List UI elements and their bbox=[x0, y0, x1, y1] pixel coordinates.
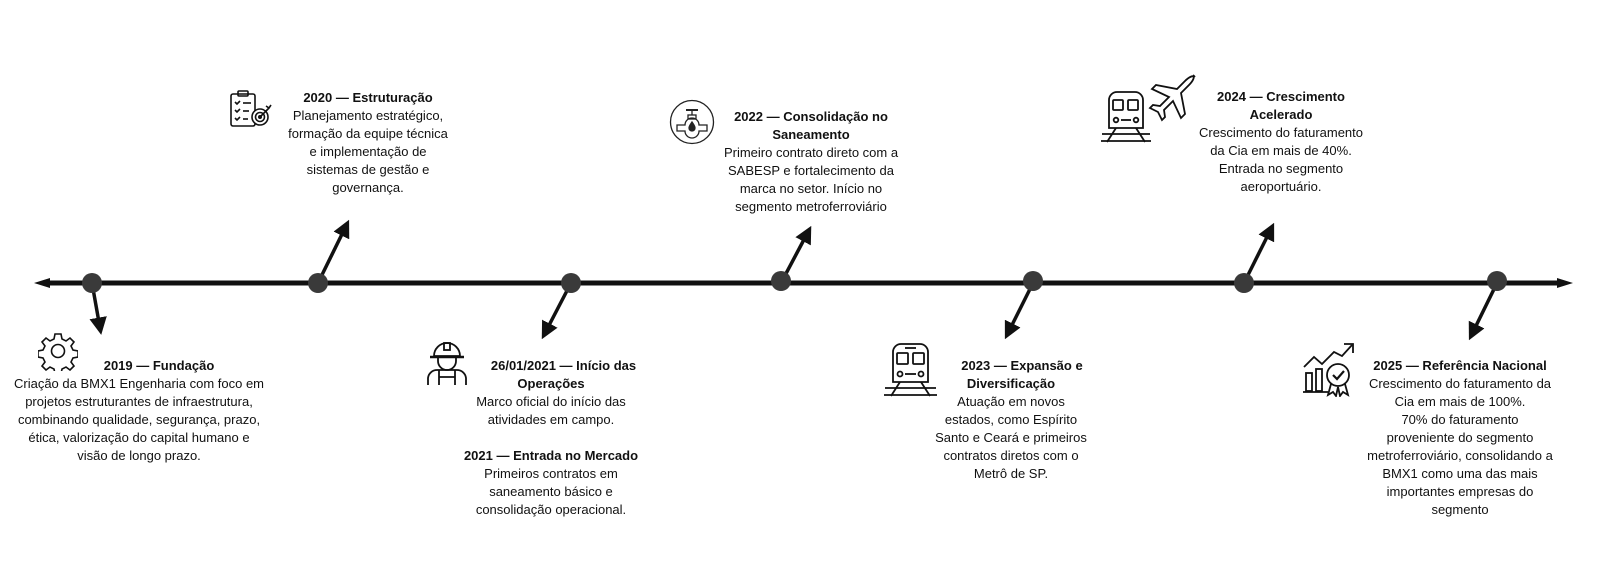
event-2024: 2024 — Crescimento Acelerado Crescimento… bbox=[1192, 88, 1370, 196]
train-and-airplane-icon bbox=[1101, 74, 1196, 143]
event-2020-line: governança. bbox=[332, 180, 404, 195]
construction-worker-icon bbox=[427, 342, 467, 385]
event-2019-line: visão de longo prazo. bbox=[77, 448, 201, 463]
event-2021-subtitle: 2021 — Entrada no Mercado bbox=[463, 448, 639, 463]
event-2021-title: 26/01/2021 — Início das bbox=[490, 358, 637, 373]
event-2021-subline: saneamento básico e bbox=[489, 484, 613, 499]
event-2019-line: ética, valorização do capital humano e bbox=[28, 430, 250, 445]
event-2025-line: 70% do faturamento bbox=[1401, 412, 1519, 427]
event-2020-line: e implementação de bbox=[309, 144, 427, 159]
event-2025-line: proveniente do segmento bbox=[1386, 430, 1534, 445]
connector-2025 bbox=[1468, 282, 1499, 341]
event-2025-line: importantes empresas do bbox=[1386, 484, 1534, 499]
event-2025-line: Crescimento do faturamento da bbox=[1368, 376, 1552, 391]
event-2019-line: combinando qualidade, segurança, prazo, bbox=[17, 412, 261, 427]
event-2020-line: formação da equipe técnica bbox=[288, 126, 448, 141]
event-2022-line: Primeiro contrato direto com a bbox=[723, 145, 899, 160]
train-icon bbox=[884, 343, 937, 397]
water-valve-icon bbox=[669, 99, 715, 145]
event-2021-title: Operações bbox=[517, 376, 585, 391]
planning-checklist-target-icon bbox=[230, 90, 272, 127]
axis-left-tip bbox=[34, 278, 50, 288]
node-2024 bbox=[1234, 273, 1254, 293]
node-2022 bbox=[771, 271, 791, 291]
event-2022-line: marca no setor. Início no bbox=[739, 181, 883, 196]
event-2020: 2020 — Estruturação Planejamento estraté… bbox=[268, 89, 468, 197]
event-2024-line: Crescimento do faturamento bbox=[1198, 125, 1364, 140]
event-2022-title: 2022 — Consolidação no bbox=[734, 109, 888, 124]
event-2019-line: projetos estruturantes de infraestrutura… bbox=[25, 394, 253, 409]
event-2024-line: Entrada no segmento bbox=[1218, 161, 1344, 176]
event-2023-line: Santo e Ceará e primeiros bbox=[935, 430, 1087, 445]
event-2023: 2023 — Expansão e Diversificação Atuação… bbox=[922, 357, 1100, 483]
connector-2020 bbox=[316, 219, 350, 284]
event-2023-title: Diversificação bbox=[966, 376, 1056, 391]
event-2021-line: Marco oficial do início das bbox=[476, 394, 626, 409]
event-2024-title: 2024 — Crescimento bbox=[1217, 89, 1345, 104]
event-2022-line: SABESP e fortalecimento da bbox=[728, 163, 894, 178]
event-2024-title: Acelerado bbox=[1249, 107, 1313, 122]
event-2023-line: contratos diretos com o bbox=[943, 448, 1079, 463]
node-2021 bbox=[561, 273, 581, 293]
event-2024-line: aeroportuário. bbox=[1240, 179, 1322, 194]
event-2025: 2025 — Referência Nacional Crescimento d… bbox=[1352, 357, 1568, 519]
event-2021: 26/01/2021 — Início das Operações Marco … bbox=[450, 357, 652, 519]
connector-2024 bbox=[1242, 222, 1275, 284]
growth-chart-award-icon bbox=[1303, 343, 1354, 397]
event-2025-line: metroferroviário, consolidando a bbox=[1367, 448, 1553, 463]
event-2025-line: Cia em mais de 100%. bbox=[1394, 394, 1526, 409]
event-2020-line: Planejamento estratégico, bbox=[292, 108, 444, 123]
event-2019-title: 2019 — Fundação bbox=[103, 358, 215, 373]
event-2019: 2019 — Fundação Criação da BMX1 Engenhar… bbox=[2, 357, 276, 465]
event-2021-subline: consolidação operacional. bbox=[475, 502, 627, 517]
event-2025-line: BMX1 como uma das mais bbox=[1382, 466, 1538, 481]
event-2022-line: segmento metroferroviário bbox=[735, 199, 887, 214]
event-2023-title: 2023 — Expansão e bbox=[961, 358, 1083, 373]
gear-icon bbox=[38, 333, 78, 371]
event-2025-title: 2025 — Referência Nacional bbox=[1373, 358, 1547, 373]
event-2020-line: sistemas de gestão e bbox=[306, 162, 430, 177]
node-2023 bbox=[1023, 271, 1043, 291]
event-2020-title: 2020 — Estruturação bbox=[303, 90, 433, 105]
event-2021-line: atividades em campo. bbox=[487, 412, 615, 427]
node-2020 bbox=[308, 273, 328, 293]
event-2022: 2022 — Consolidação no Saneamento Primei… bbox=[703, 108, 919, 216]
event-2023-line: Metrô de SP. bbox=[973, 466, 1049, 481]
event-2022-title: Saneamento bbox=[772, 127, 850, 142]
event-2023-line: Atuação em novos bbox=[957, 394, 1065, 409]
event-2023-line: estados, como Espírito bbox=[944, 412, 1078, 427]
event-2025-line: segmento bbox=[1431, 502, 1489, 517]
axis-right-tip bbox=[1557, 278, 1573, 288]
node-2019 bbox=[82, 273, 102, 293]
event-2024-line: da Cia em mais de 40%. bbox=[1210, 143, 1352, 158]
connector-2023 bbox=[1004, 282, 1035, 340]
event-2019-line: Criação da BMX1 Engenharia com foco em bbox=[13, 376, 264, 391]
event-2021-subline: Primeiros contratos em bbox=[484, 466, 618, 481]
node-2025 bbox=[1487, 271, 1507, 291]
